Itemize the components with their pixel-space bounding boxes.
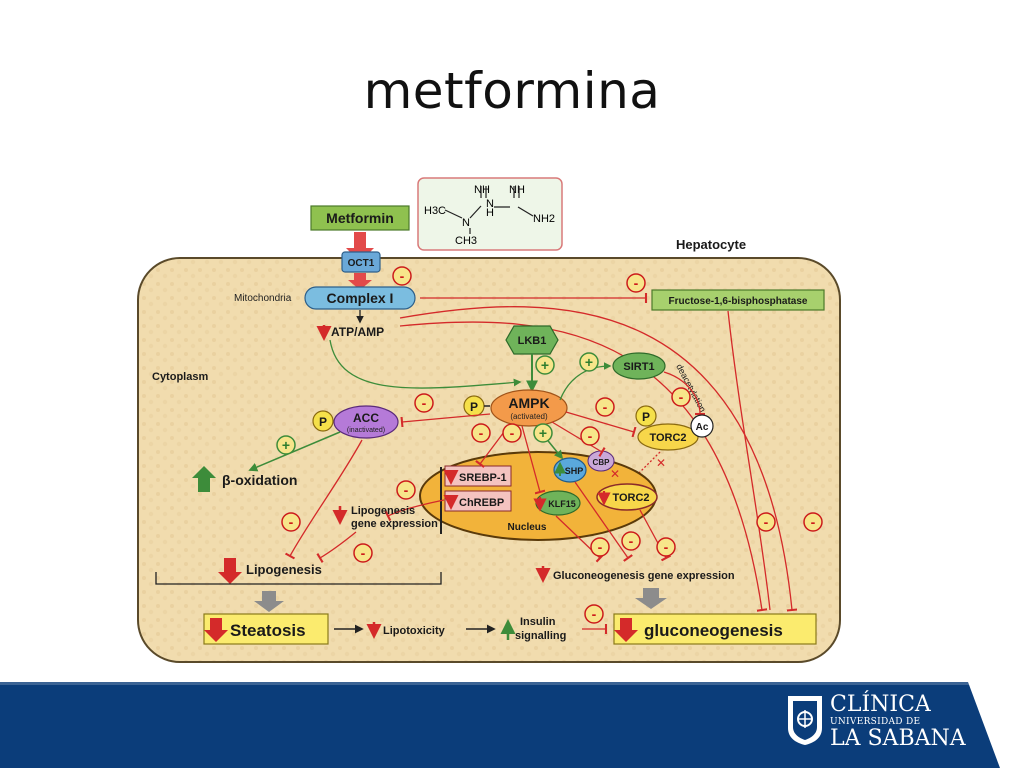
gluconeogenesis-box [613, 613, 817, 645]
fructose-box [651, 289, 825, 311]
svg-text:CH3: CH3 [455, 235, 477, 247]
acc-node [333, 405, 399, 439]
oct1-label: OCT1 [348, 258, 375, 269]
clinic-logo: CLÍNICA UNIVERSIDAD DE LA SABANA [786, 690, 966, 751]
complex1-box [304, 286, 416, 310]
svg-text:NH: NH [509, 184, 525, 196]
clinic-shield-icon [788, 696, 822, 745]
torc2-cytoplasm-node [637, 423, 699, 451]
svg-text:P: P [319, 415, 327, 429]
lipogenesis-gene-label-1: Lipogenesis [351, 505, 415, 517]
svg-text:-: - [598, 539, 603, 555]
mitochondria-label: Mitochondria [234, 293, 292, 304]
ampk-node [490, 389, 568, 427]
chrebp-label: ChREBP [459, 497, 504, 509]
lkb1-hexagon [505, 325, 559, 355]
ampk-state: (activated) [510, 412, 548, 421]
footer-band [0, 682, 1024, 768]
shp-label: SHP [565, 466, 584, 476]
svg-text:-: - [592, 606, 597, 622]
svg-text:-: - [361, 545, 366, 561]
svg-text:+: + [541, 357, 549, 373]
nucleus-label: Nucleus [508, 522, 547, 533]
logo-line-universidad: UNIVERSIDAD DE [830, 717, 921, 727]
ampk-label: AMPK [508, 395, 549, 411]
svg-text:-: - [811, 514, 816, 530]
svg-text:P: P [642, 410, 650, 424]
gluconeo-gene-label: Gluconeogenesis gene expression [553, 570, 735, 582]
svg-text:+: + [539, 425, 547, 441]
gluconeogenesis-label: gluconeogenesis [644, 621, 783, 640]
logo-line-sabana: LA SABANA [830, 726, 966, 751]
svg-text:-: - [664, 539, 669, 555]
svg-text:Ac: Ac [696, 422, 709, 433]
lipogenesis-gene-label-2: gene expression [351, 518, 438, 530]
acc-state: (inactivated) [347, 427, 385, 434]
atp-amp-label: ATP/AMP [331, 325, 384, 339]
insulin-label-2: signalling [515, 630, 566, 642]
lipogenesis-label: Lipogenesis [246, 562, 322, 577]
svg-text:✕: ✕ [610, 467, 620, 481]
steatosis-label: Steatosis [230, 621, 306, 640]
beta-oxidation-up-arrow [192, 466, 216, 492]
svg-text:NH2: NH2 [533, 213, 555, 225]
svg-text:-: - [510, 425, 515, 441]
logo-line-clinica: CLÍNICA [830, 692, 931, 717]
metformin-structure: NH NH H3C H N N CH3 NH2 [417, 177, 563, 251]
torc2-cytoplasm-label: TORC2 [649, 432, 686, 444]
lipotoxicity-label: Lipotoxicity [383, 625, 446, 637]
svg-text:N: N [486, 198, 494, 210]
lkb1-label: LKB1 [518, 335, 547, 347]
fructose-label: Fructose-1,6-bisphosphatase [669, 296, 808, 307]
svg-text:-: - [603, 399, 608, 415]
oct1-box [341, 251, 381, 273]
svg-text:NH: NH [474, 184, 490, 196]
svg-text:-: - [479, 425, 484, 441]
sirt1-label: SIRT1 [623, 361, 654, 373]
complex1-label: Complex I [327, 290, 394, 306]
svg-text:-: - [764, 514, 769, 530]
svg-text:+: + [282, 437, 290, 453]
cbp-label: CBP [593, 458, 611, 467]
svg-text:P: P [470, 400, 478, 414]
svg-text:✕: ✕ [656, 456, 666, 470]
svg-text:-: - [289, 514, 294, 530]
klf15-label: KLF15 [548, 499, 576, 509]
acc-label: ACC [353, 411, 379, 425]
cytoplasm-label: Cytoplasm [152, 371, 208, 383]
svg-text:-: - [422, 395, 427, 411]
lipogenesis-down-arrow [218, 558, 242, 584]
sirt1-node [612, 352, 666, 380]
svg-text:-: - [634, 275, 639, 291]
insulin-label-1: Insulin [520, 616, 556, 628]
torc2-nucleus-label: TORC2 [612, 492, 649, 504]
svg-text:-: - [629, 533, 634, 549]
svg-text:H: H [486, 207, 494, 219]
svg-text:-: - [588, 428, 593, 444]
beta-oxidation-label: β-oxidation [222, 472, 297, 488]
metformin-label: Metformin [326, 210, 394, 226]
torc2-nucleus-node [596, 483, 658, 511]
metformin-box [310, 205, 410, 231]
srebp1-label: SREBP-1 [459, 472, 507, 484]
svg-text:-: - [404, 482, 409, 498]
svg-text:+: + [585, 354, 593, 370]
svg-text:N: N [462, 217, 470, 229]
slide-title: metformina [363, 62, 661, 120]
hepatocyte-label: Hepatocyte [676, 237, 746, 252]
svg-text:H3C: H3C [424, 205, 446, 217]
steatosis-box [203, 613, 329, 645]
svg-text:-: - [679, 389, 684, 405]
svg-text:-: - [400, 268, 405, 284]
